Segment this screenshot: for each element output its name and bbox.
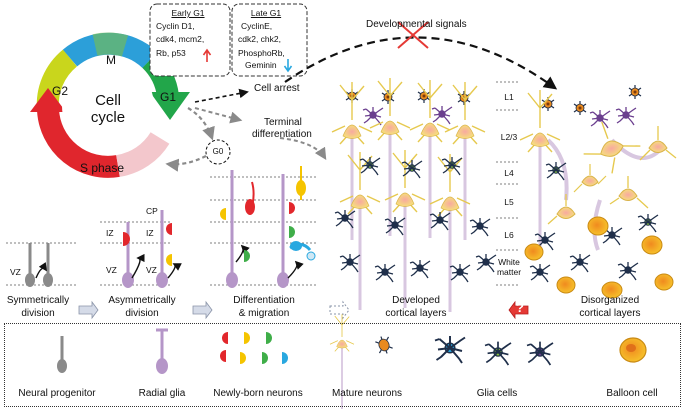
- vz-label-2: VZ: [106, 265, 117, 275]
- to-developed-layers-arrow: [279, 137, 327, 161]
- layer-label-l23: L2/3: [500, 132, 518, 142]
- terminal-differentiation-arrow: [194, 107, 243, 124]
- symmetric-division-line1: Symmetrically: [6, 295, 70, 306]
- developmental-signals-label: Developmental signals: [366, 19, 467, 30]
- developed-layers-line1: Developed: [392, 295, 440, 306]
- layer-boundaries: [496, 81, 520, 286]
- legend-mature-neurons: Mature neurons: [331, 388, 403, 399]
- to-g0-arrow: [187, 107, 215, 141]
- layer-label-l6: L6: [504, 230, 514, 240]
- from-g0-arrow: [165, 155, 207, 172]
- late-g1-line-1: CyclinE,: [241, 21, 273, 31]
- g0-circle: [205, 139, 231, 165]
- cell-cycle-title-line2: cycle: [90, 109, 126, 126]
- cell-cycle-ring-s: [37, 108, 120, 178]
- late-g1-down-arrow-icon: [283, 59, 293, 73]
- vz-label-1: VZ: [10, 267, 21, 277]
- terminal-differentiation-line2: differentiation: [252, 129, 312, 140]
- legend-newborn-neurons: Newly-born neurons: [213, 388, 303, 399]
- balloon-cell-icon: [619, 337, 647, 363]
- early-g1-line-3: Rb, p53: [156, 48, 186, 58]
- developmental-signals-arrow: [284, 36, 558, 90]
- legend-icons: [57, 313, 647, 410]
- vz-label-3: VZ: [146, 265, 157, 275]
- neural-progenitor-icon: [57, 336, 67, 373]
- layer-label-l5: L5: [504, 197, 514, 207]
- asymmetric-division-line2: division: [125, 308, 159, 319]
- legend-glia-cells: Glia cells: [476, 388, 518, 399]
- late-g1-line-4: Geminin: [245, 60, 277, 70]
- late-g1-line-2: cdk2, chk2,: [238, 34, 281, 44]
- layer-label-l4: L4: [504, 168, 514, 178]
- differentiation-line1: Differentiation: [233, 295, 295, 306]
- question-mark: ?: [516, 300, 524, 315]
- cell-arrest-arrow: [194, 88, 249, 103]
- early-g1-title: Early G1: [171, 8, 205, 18]
- legend-balloon-cell: Balloon cell: [606, 388, 658, 399]
- mature-neurons-icon: [329, 313, 393, 410]
- disorganized-layers-line1: Disorganized: [580, 295, 640, 306]
- s-phase-arrowhead: [30, 88, 66, 112]
- differentiation-migration: [220, 166, 316, 288]
- early-g1-up-arrow-icon: [202, 48, 212, 62]
- developed-cortex: [330, 76, 497, 314]
- developmental-signals-cross-icon: [397, 21, 429, 49]
- late-g1-title: Late G1: [250, 8, 282, 18]
- phase-m-label: M: [106, 53, 116, 67]
- differentiation-line2: & migration: [238, 308, 290, 319]
- cell-cycle-ring-s-fade: [115, 131, 170, 177]
- stage-arrows: [78, 300, 529, 320]
- phase-g1-label: G1: [159, 90, 177, 104]
- asymmetric-division: [122, 210, 182, 288]
- cell-arrest-label: Cell arrest: [254, 83, 300, 94]
- early-g1-box: [149, 3, 231, 77]
- developed-layers-line2: cortical layers: [385, 308, 447, 319]
- disorganized-cortex: [518, 84, 677, 299]
- late-g1-box: [231, 3, 308, 77]
- iz-label-1: IZ: [106, 228, 114, 238]
- g1-arrowhead: [150, 92, 190, 120]
- asymmetric-division-line1: Asymmetrically: [108, 295, 176, 306]
- terminal-differentiation-line1: Terminal: [264, 117, 302, 128]
- early-g1-line-1: Cyclin D1,: [156, 21, 195, 31]
- layer-label-l1: L1: [504, 92, 514, 102]
- legend-box: [4, 323, 681, 407]
- phase-g2-label: G2: [51, 84, 69, 98]
- cp-label: CP: [146, 206, 158, 216]
- disorganized-arrow: [508, 300, 529, 320]
- symmetric-division: [25, 243, 53, 287]
- cell-cycle-ring-mg1: [92, 32, 129, 57]
- phase-g0-label: G0: [212, 147, 224, 156]
- phase-s-label: S phase: [79, 161, 125, 175]
- legend-neural-progenitor: Neural progenitor: [18, 388, 96, 399]
- cell-cycle-title-line1: Cell: [95, 92, 121, 109]
- disorganized-layers-line2: cortical layers: [579, 308, 641, 319]
- legend-radial-glia: Radial glia: [138, 388, 186, 399]
- white-matter-line1: White: [498, 257, 520, 267]
- symmetric-division-line2: division: [21, 308, 55, 319]
- radial-glia-icon: [156, 328, 168, 374]
- early-g1-line-2: cdk4, mcm2,: [156, 34, 205, 44]
- iz-label-2: IZ: [146, 228, 154, 238]
- late-g1-line-3: PhosphoRb,: [238, 48, 285, 58]
- white-matter-line2: matter: [496, 267, 522, 277]
- newborn-neurons-icon: [220, 332, 288, 364]
